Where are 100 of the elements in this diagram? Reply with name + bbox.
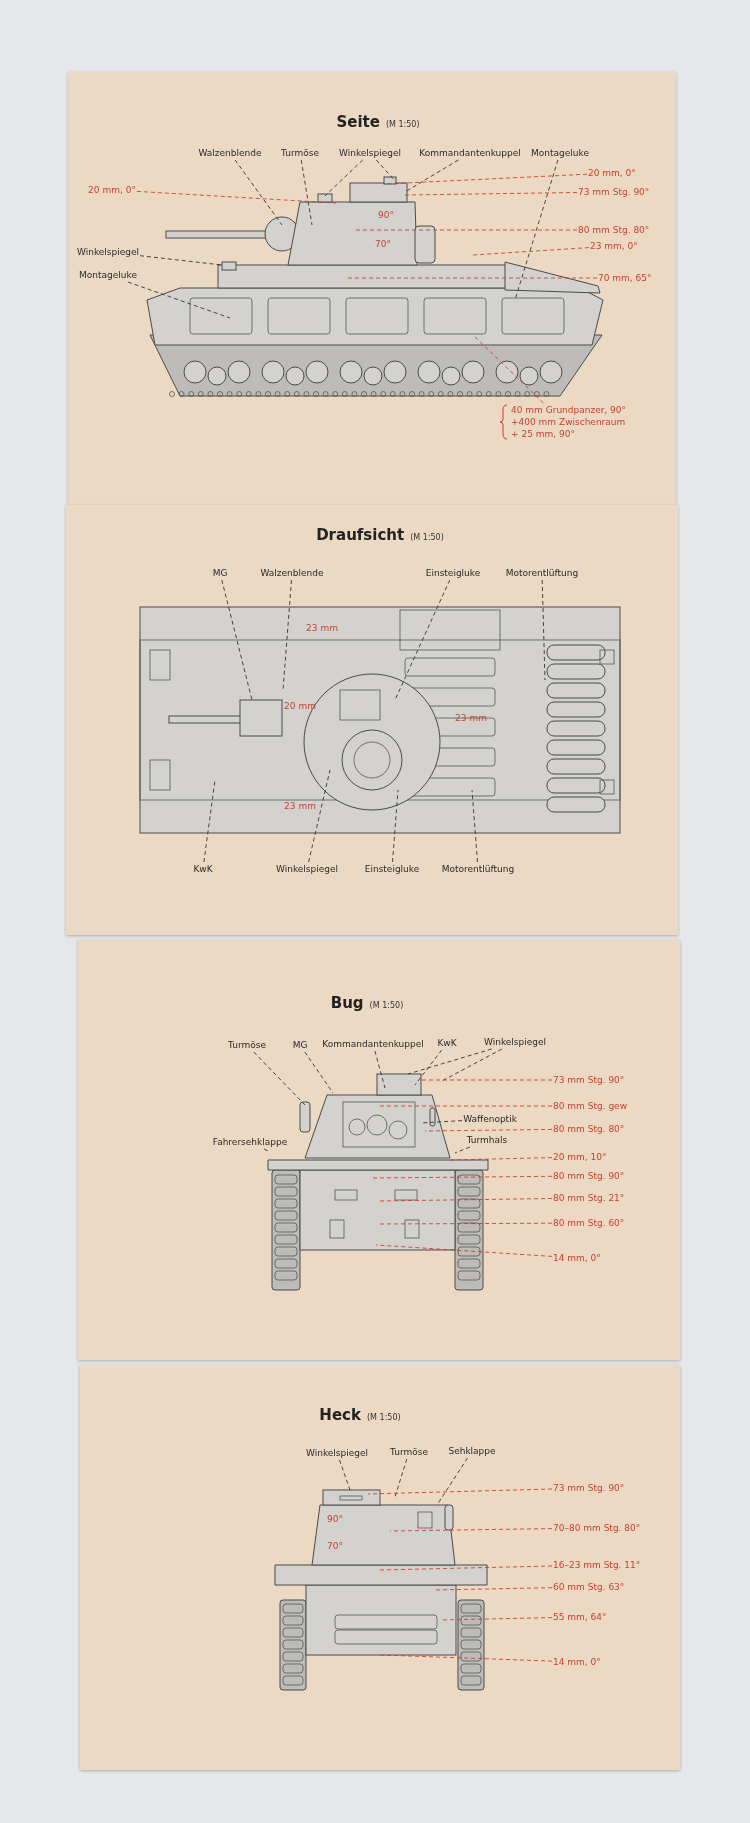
- part-label: KwK: [437, 1037, 457, 1049]
- armor-label: 70–80 mm Stg. 80°: [553, 1522, 641, 1534]
- armor-label: 80 mm Stg. 60°: [553, 1217, 625, 1229]
- leader-line: [221, 579, 253, 701]
- armor-label: 23 mm: [306, 622, 338, 634]
- armor-label: 20 mm, 0°: [588, 167, 636, 179]
- leader-line: [308, 769, 331, 863]
- armor-label: 70°: [375, 238, 391, 250]
- armor-label: 70 mm, 65°: [598, 272, 652, 284]
- armor-label: 80 mm Stg. 21°: [553, 1192, 625, 1204]
- part-label: Winkelspiegel: [276, 863, 338, 875]
- part-label: Walzenblende: [198, 147, 262, 159]
- leader-line: [472, 247, 590, 256]
- armor-label: 23 mm, 0°: [590, 240, 638, 252]
- scale-note: (M 1:50): [369, 1001, 404, 1010]
- leader-line: [394, 579, 451, 701]
- leader-line: [434, 1587, 553, 1591]
- leader-line: [449, 1157, 553, 1161]
- paper-sheet: [68, 72, 676, 505]
- part-label: Montageluke: [79, 269, 137, 281]
- view-title: Bug: [330, 994, 364, 1012]
- armor-label: 90°: [327, 1513, 343, 1525]
- part-label: Turmöse: [390, 1446, 428, 1458]
- armor-label: 20 mm, 10°: [553, 1151, 607, 1163]
- part-label: Kommandantenkuppel: [322, 1038, 424, 1050]
- armor-label: 90°: [378, 209, 394, 221]
- leader-line: [392, 789, 399, 863]
- part-label: Turmöse: [228, 1039, 266, 1051]
- armor-label: 80 mm Stg. gew: [553, 1100, 627, 1112]
- leader-line: [339, 1459, 351, 1491]
- scale-note: (M 1:50): [367, 1413, 401, 1422]
- part-label: Fahrersehklappe: [212, 1136, 288, 1148]
- leader-line: [377, 1105, 553, 1107]
- view-title: Seite: [336, 113, 380, 131]
- leader-line: [471, 789, 478, 863]
- leader-line: [541, 579, 546, 681]
- leader-line: [367, 1488, 553, 1495]
- part-label: MG: [292, 1039, 308, 1051]
- part-label: Montageluke: [531, 147, 589, 159]
- part-label: Motorentlüftung: [505, 567, 579, 579]
- armor-note: +400 mm Zwischenraum: [511, 416, 627, 428]
- part-label: Turmöse: [281, 147, 319, 159]
- view-title: Heck: [319, 1406, 361, 1424]
- leader-line: [379, 1565, 553, 1571]
- part-label: Sehklappe: [448, 1445, 496, 1457]
- armor-note: 40 mm Grundpanzer, 90°: [511, 404, 627, 416]
- leader-line: [354, 229, 578, 231]
- leader-line: [514, 159, 559, 301]
- part-label: Winkelspiegel: [306, 1447, 368, 1459]
- paper-sheet: [78, 940, 680, 1360]
- part-label: Turmhals: [466, 1134, 508, 1146]
- part-label: Kommandantenkuppel: [419, 147, 521, 159]
- armor-label: 60 mm Stg. 63°: [553, 1581, 625, 1593]
- armor-label: 73 mm Stg. 90°: [578, 186, 650, 198]
- part-label: Motorentlüftung: [441, 863, 515, 875]
- leader-line: [424, 1128, 553, 1132]
- armor-label: 80 mm Stg. 80°: [553, 1123, 625, 1135]
- part-label: Einsteigluke: [425, 567, 481, 579]
- armor-label: 16–23 mm Stg. 11°: [553, 1559, 641, 1571]
- armor-note: + 25 mm, 90°: [511, 428, 576, 440]
- part-label: Winkelspiegel: [484, 1036, 546, 1048]
- leader-line: [414, 1049, 443, 1086]
- leader-line: [394, 1458, 408, 1498]
- armor-label: 70°: [327, 1540, 343, 1552]
- leader-line: [324, 159, 364, 197]
- part-label: Winkelspiegel: [339, 147, 401, 159]
- armor-label: 23 mm: [455, 712, 487, 724]
- leader-line: [404, 192, 578, 196]
- leader-line: [389, 1528, 553, 1532]
- part-label: Walzenblende: [260, 567, 324, 579]
- leader-line: [234, 159, 283, 226]
- tank-rear-drawing: [274, 1489, 488, 1691]
- leader-line: [300, 159, 313, 226]
- leader-line: [375, 1244, 553, 1257]
- armor-label: 14 mm, 0°: [553, 1252, 601, 1264]
- leader-line: [304, 1051, 334, 1094]
- armor-label: 80 mm Stg. 90°: [553, 1170, 625, 1182]
- leader-line: [374, 1050, 386, 1089]
- part-label: MG: [212, 567, 228, 579]
- view-title: Draufsicht: [316, 526, 405, 544]
- paper-sheet: [80, 1365, 680, 1770]
- part-label: Waffenoptik: [463, 1113, 517, 1125]
- leader-line: [127, 281, 231, 319]
- part-label: Einsteigluke: [364, 863, 420, 875]
- armor-label: 20 mm: [284, 700, 316, 712]
- armor-label: 23 mm: [284, 800, 316, 812]
- part-label: Winkelspiegel: [77, 246, 139, 258]
- leader-line: [472, 334, 544, 404]
- leader-line: [454, 1146, 471, 1154]
- paper-sheet: [66, 505, 678, 935]
- leader-line: [377, 1198, 553, 1202]
- leader-line: [282, 579, 292, 691]
- armor-label: 20 mm, 0°: [88, 184, 136, 196]
- leader-line: [203, 779, 216, 863]
- leader-line: [375, 159, 396, 182]
- scale-note: (M 1:50): [410, 533, 444, 542]
- armor-label: 55 mm, 64°: [553, 1611, 607, 1623]
- leader-line: [371, 1175, 553, 1179]
- leader-line: [379, 1222, 553, 1225]
- leader-line: [407, 1048, 493, 1075]
